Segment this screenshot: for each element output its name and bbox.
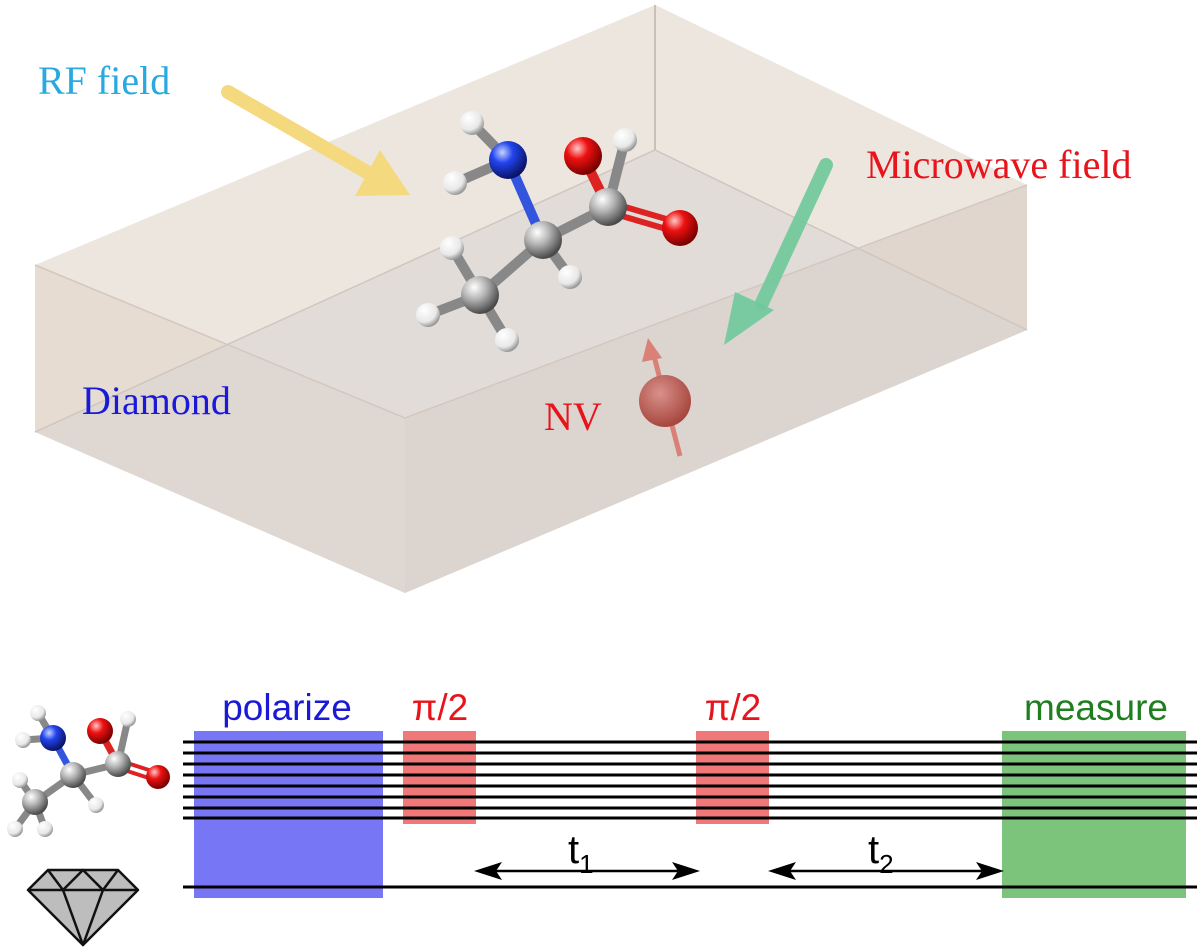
pulse-block-2: [696, 731, 769, 824]
hydrogen-atom: [495, 328, 519, 352]
pulse-1-label: π/2: [412, 687, 468, 728]
hydrogen-atom: [613, 128, 637, 152]
hydrogen-atom: [416, 303, 440, 327]
nv-label: NV: [544, 394, 602, 439]
pulse-block-1: [403, 731, 476, 824]
t2-subscript: 2: [879, 849, 893, 879]
pulse-2-label: π/2: [705, 687, 761, 728]
polarize-label: polarize: [222, 687, 352, 728]
measure-block: [1002, 731, 1186, 898]
rf-field-arrow: [221, 85, 410, 196]
nv-spin-icon: [639, 338, 691, 457]
hydrogen-atom: [460, 111, 484, 135]
carbon-atom: [461, 276, 499, 314]
diamond-slab: [34, 5, 1028, 593]
microwave-field-arrow: [724, 158, 833, 345]
nitrogen-atom: [489, 141, 527, 179]
microwave-field-label: Microwave field: [866, 142, 1131, 187]
t2-interval-arrow: [768, 862, 1004, 880]
t1-interval-arrow: [474, 862, 700, 880]
diamond-label: Diamond: [82, 378, 231, 423]
measure-label: measure: [1024, 687, 1168, 728]
rf-field-label: RF field: [38, 58, 170, 103]
oxygen-atom: [564, 137, 602, 175]
t1-label: t1: [568, 828, 594, 879]
polarize-block: [194, 731, 383, 898]
hydrogen-atom: [558, 265, 582, 289]
oxygen-atom: [662, 210, 698, 246]
alanine-molecule-icon: [416, 111, 698, 352]
t1-subscript: 1: [579, 849, 593, 879]
t2-label: t2: [868, 828, 894, 879]
carbon-atom: [589, 188, 627, 226]
diamond-gem-icon: [26, 868, 140, 947]
hydrogen-atom: [443, 171, 467, 195]
hydrogen-atom: [440, 236, 464, 260]
carbon-atom: [524, 221, 562, 259]
register-lines: [183, 740, 1197, 820]
molecule-small-icon: [7, 705, 170, 837]
